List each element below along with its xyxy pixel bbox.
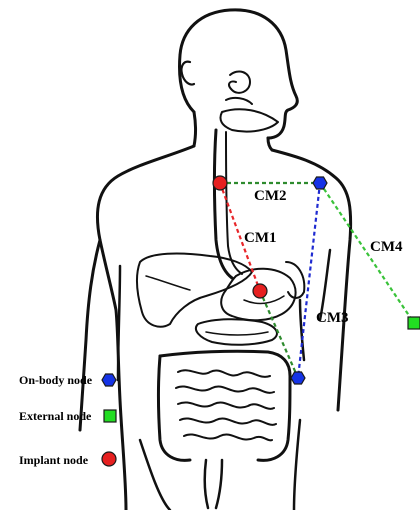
- on-body-node-shoulder: [313, 177, 327, 189]
- legend: On-body node External node Implant node: [19, 373, 116, 467]
- legend-label-external-node: External node: [19, 409, 92, 423]
- communication-links: [220, 183, 414, 378]
- label-cm1: CM1: [244, 230, 277, 246]
- label-cm2: CM2: [254, 188, 287, 204]
- implant-node-stomach: [253, 284, 267, 298]
- legend-external-node-icon: [104, 410, 116, 422]
- link-cm3: [298, 183, 320, 378]
- legend-on-body-node-icon: [102, 374, 116, 386]
- legend-label-on-body-node: On-body node: [19, 373, 93, 387]
- legend-label-implant-node: Implant node: [19, 453, 89, 467]
- external-node: [408, 317, 420, 329]
- on-body-node-abdomen: [291, 372, 305, 384]
- label-cm3: CM3: [316, 310, 349, 326]
- legend-implant-node-icon: [102, 452, 116, 466]
- implant-node-upper: [213, 176, 227, 190]
- label-cm4: CM4: [370, 239, 403, 255]
- organs-illustration: [137, 71, 304, 508]
- human-body-illustration: [80, 10, 351, 510]
